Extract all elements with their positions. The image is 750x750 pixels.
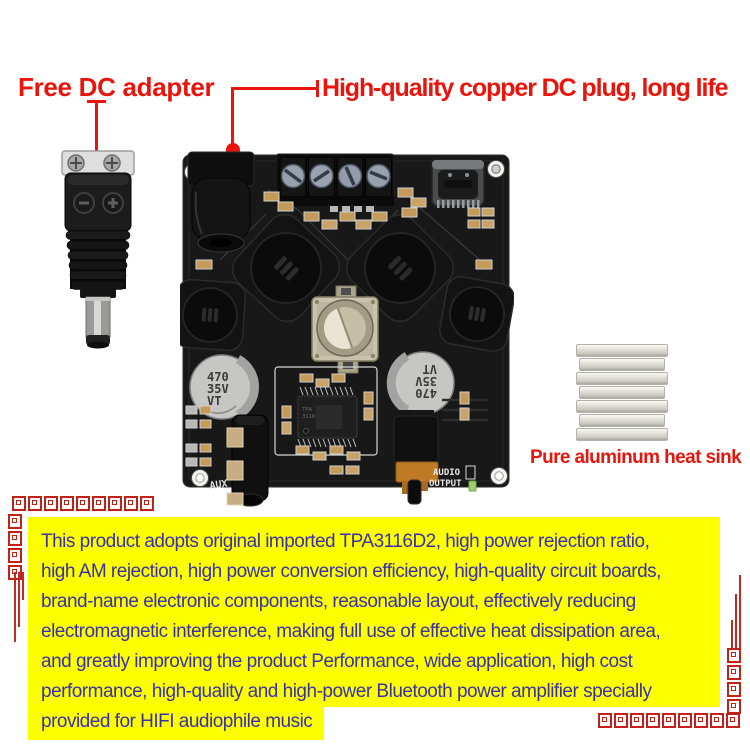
heatsink-fin <box>579 358 665 371</box>
audio-output-silkscreen: OUTPUT <box>429 479 462 489</box>
aux-silkscreen: AUX <box>209 479 228 492</box>
fret-unit <box>44 496 58 511</box>
led <box>468 480 477 492</box>
usb-c-port <box>431 159 485 208</box>
heatsink-fin <box>576 400 668 413</box>
ornament-fret-top-left <box>12 496 156 511</box>
fret-unit <box>710 713 724 728</box>
fret-unit <box>8 531 22 546</box>
heatsink-fin <box>576 428 668 441</box>
fret-unit <box>76 496 90 511</box>
dc-plug-photo <box>61 150 135 349</box>
fret-unit <box>630 713 644 728</box>
capacitor: 470 35V VT <box>386 351 455 415</box>
fret-unit <box>124 496 138 511</box>
aux-jack: AUX <box>209 414 269 507</box>
dc-jack <box>187 151 255 253</box>
description-line: high AM rejection, high power conversion… <box>28 557 720 587</box>
fret-unit <box>8 514 22 529</box>
fret-unit <box>140 496 154 511</box>
description-line: brand-name electronic components, reason… <box>28 587 720 617</box>
fret-unit <box>8 548 22 563</box>
heatsink-fin <box>576 344 668 357</box>
callout-line-right-h <box>231 87 319 90</box>
volume-potentiometer <box>311 285 379 374</box>
inductor <box>345 213 455 323</box>
capacitor-label: 35V <box>207 382 229 396</box>
free-dc-adapter-label: Free DC adapter <box>18 72 215 102</box>
ornament-line <box>14 572 16 642</box>
fret-unit <box>12 496 26 511</box>
dc-plug-top-plate <box>61 150 135 176</box>
ornament-line <box>731 620 733 648</box>
fret-unit <box>60 496 74 511</box>
inductor <box>439 276 514 352</box>
ornament-fret-bottom-right <box>598 713 742 728</box>
fret-unit <box>727 682 741 697</box>
fret-unit <box>28 496 42 511</box>
ornament-line <box>739 575 741 648</box>
pcb-board-photo: 470 35V VT 470 35V VT TPA 3116 <box>180 151 514 507</box>
solder-pads <box>330 206 374 212</box>
inductor <box>231 213 341 323</box>
terminal-block <box>275 153 395 212</box>
callout-line-right-v <box>231 89 234 145</box>
ornament-fret-left-column <box>8 514 22 582</box>
description-line: provided for HIFI audiophile music <box>28 707 325 740</box>
callout-line-left <box>95 102 98 168</box>
ornament-line <box>18 572 20 627</box>
description-line: This product adopts original imported TP… <box>28 517 720 557</box>
ornament-fret-right-column <box>727 648 741 716</box>
heatsink-fin <box>579 414 665 427</box>
description-line: and greatly improving the product Perfor… <box>28 647 720 677</box>
heat-sink-label: Pure aluminum heat sink <box>530 447 742 468</box>
fret-unit <box>678 713 692 728</box>
fret-unit <box>727 648 741 663</box>
fret-unit <box>694 713 708 728</box>
dc-plug-strain-relief <box>65 230 131 290</box>
amplifier-chip-zone: TPA 3116 <box>274 366 378 456</box>
inductor <box>180 278 247 352</box>
capacitor-label: 470 <box>415 386 437 400</box>
smd-components <box>185 187 495 475</box>
description-line: electromagnetic interference, making ful… <box>28 617 720 647</box>
callout-underline <box>87 100 106 103</box>
dc-plug-body <box>64 172 132 232</box>
heatsink-fin <box>579 386 665 399</box>
fret-unit <box>727 699 741 714</box>
copper-plug-label: High-quality copper DC plug, long life <box>322 74 729 102</box>
fret-unit <box>92 496 106 511</box>
capacitor: 470 35V VT <box>189 354 259 420</box>
dc-plug-barrel <box>80 289 116 349</box>
chip-label: TPA <box>302 407 313 413</box>
ornament-line <box>22 572 24 600</box>
fret-unit <box>646 713 660 728</box>
capacitor-label: 470 <box>207 370 229 384</box>
fret-unit <box>598 713 612 728</box>
fret-unit <box>662 713 676 728</box>
capacitor-label: VT <box>423 362 437 376</box>
capacitor-label: 35V <box>415 374 437 388</box>
audio-output-silkscreen: AUDIO <box>433 468 461 478</box>
fret-unit <box>726 713 740 728</box>
fret-unit <box>614 713 628 728</box>
heatsink-fin <box>576 372 668 385</box>
chip-label: 3116 <box>302 414 315 420</box>
description-line: performance, high-quality and high-power… <box>28 677 720 707</box>
product-description: This product adopts original imported TP… <box>28 517 720 740</box>
heat-sink-photo <box>576 344 668 442</box>
ornament-line <box>735 594 737 648</box>
fret-unit <box>727 665 741 680</box>
capacitor-label: VT <box>207 394 221 408</box>
fret-unit <box>108 496 122 511</box>
solder-pads <box>226 427 244 506</box>
audio-output-jack: AUDIO OUTPUT <box>393 410 477 505</box>
